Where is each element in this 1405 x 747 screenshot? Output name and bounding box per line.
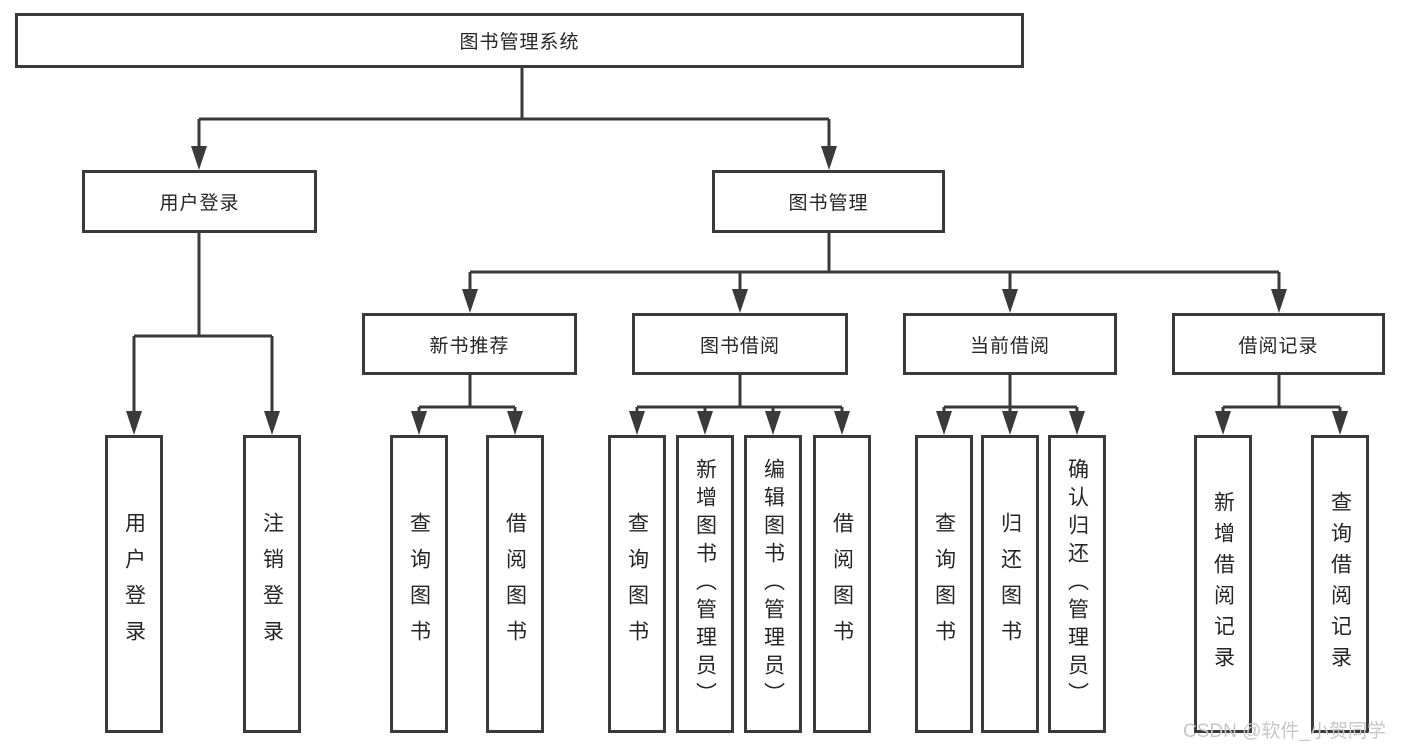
leaf-query-books-borrow-label: 查询图书	[625, 512, 649, 656]
leaf-add-borrow-record: 新增借阅记录	[1194, 435, 1252, 733]
leaf-add-borrow-record-label: 新增借阅记录	[1211, 491, 1235, 677]
leaf-user-login-label: 用户登录	[122, 512, 146, 656]
leaf-edit-book-admin: 编辑图书（管理员）	[744, 435, 802, 733]
leaf-return-books: 归还图书	[981, 435, 1039, 733]
leaf-edit-book-admin-label: 编辑图书（管理员）	[761, 458, 785, 710]
node-current-borrow: 当前借阅	[903, 313, 1117, 375]
leaf-query-books-recommend-label: 查询图书	[407, 512, 431, 656]
leaf-user-login: 用户登录	[105, 435, 163, 733]
node-user-login: 用户登录	[82, 170, 317, 233]
node-borrow-records-label: 借阅记录	[1238, 335, 1319, 357]
leaf-logout: 注销登录	[243, 435, 301, 733]
leaf-query-borrow-record-label: 查询借阅记录	[1328, 491, 1352, 677]
leaf-query-books-borrow: 查询图书	[608, 435, 666, 733]
node-new-book-recommend-label: 新书推荐	[429, 335, 510, 357]
leaf-query-books-current: 查询图书	[915, 435, 973, 733]
leaf-query-books-recommend: 查询图书	[390, 435, 448, 733]
node-library-system: 图书管理系统	[15, 13, 1024, 68]
node-book-borrow: 图书借阅	[632, 313, 848, 375]
node-book-management: 图书管理	[712, 170, 945, 233]
leaf-confirm-return-admin-label: 确认归还（管理员）	[1065, 458, 1089, 710]
leaf-confirm-return-admin: 确认归还（管理员）	[1048, 435, 1106, 733]
leaf-add-book-admin-label: 新增图书（管理员）	[693, 458, 717, 710]
node-book-management-label: 图书管理	[788, 193, 869, 214]
leaf-borrow-books-label: 借阅图书	[830, 512, 854, 656]
leaf-borrow-books-recommend-label: 借阅图书	[503, 512, 527, 656]
leaf-query-books-current-label: 查询图书	[932, 512, 956, 656]
leaf-return-books-label: 归还图书	[998, 512, 1022, 656]
leaf-borrow-books: 借阅图书	[813, 435, 871, 733]
leaf-add-book-admin: 新增图书（管理员）	[676, 435, 734, 733]
leaf-logout-label: 注销登录	[260, 512, 284, 656]
node-user-login-label: 用户登录	[159, 193, 240, 214]
leaf-borrow-books-recommend: 借阅图书	[486, 435, 544, 733]
node-book-borrow-label: 图书借阅	[699, 335, 780, 357]
node-borrow-records: 借阅记录	[1172, 313, 1385, 375]
leaf-query-borrow-record: 查询借阅记录	[1311, 435, 1369, 733]
node-library-system-label: 图书管理系统	[459, 32, 580, 53]
node-current-borrow-label: 当前借阅	[969, 335, 1050, 357]
csdn-watermark: CSDN @软件_小贺同学	[1183, 721, 1386, 742]
arrowhead-icons	[126, 146, 1348, 435]
node-new-book-recommend: 新书推荐	[362, 313, 577, 375]
